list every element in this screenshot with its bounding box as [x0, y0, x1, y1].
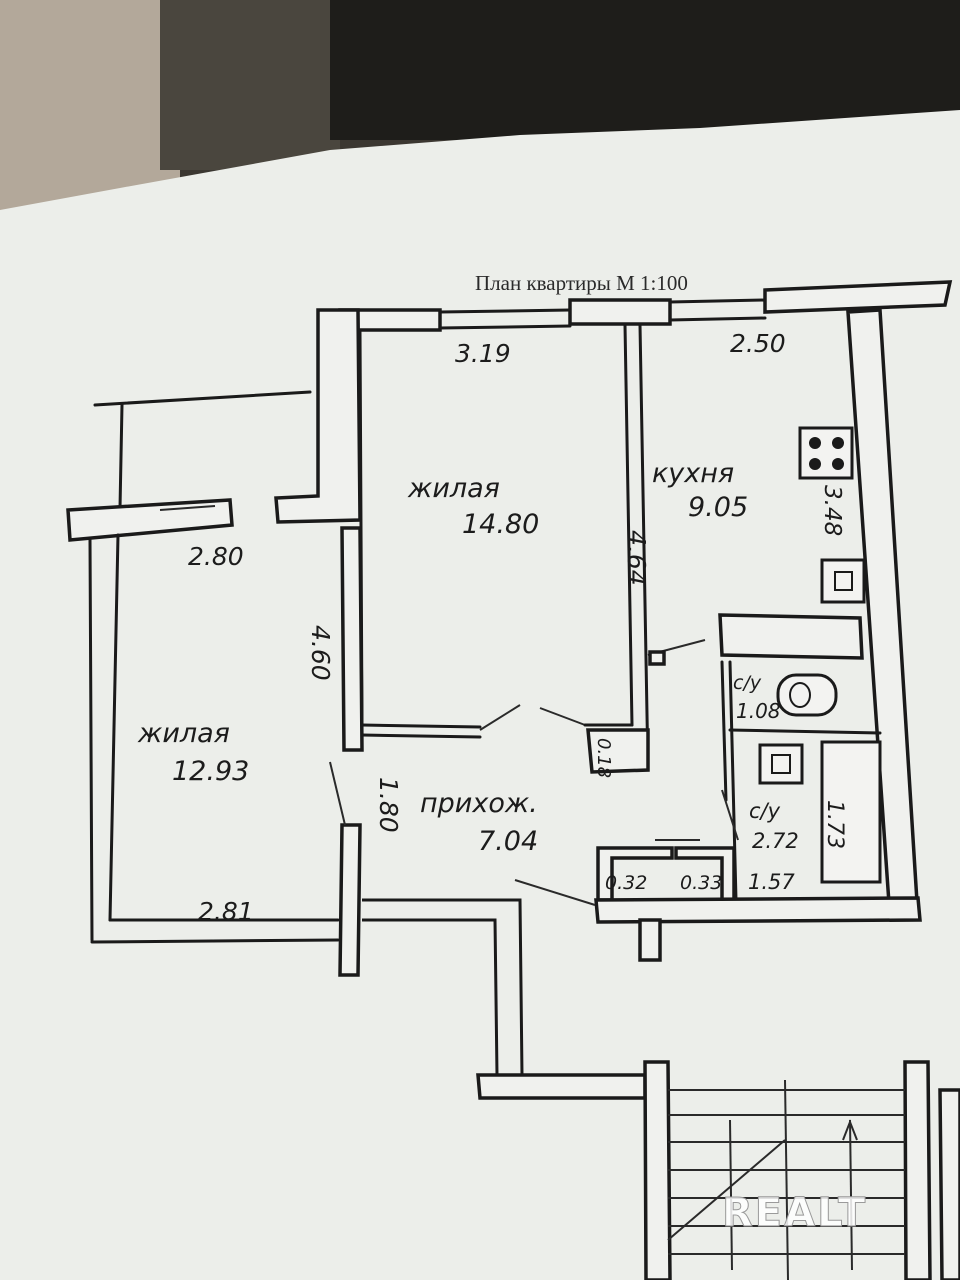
room-name: с/у: [733, 672, 762, 694]
room-area: 12.93: [172, 756, 249, 787]
room-area: 9.05: [688, 492, 748, 523]
window-top-1b: [438, 324, 572, 330]
dimension-label: 2.80: [188, 542, 244, 571]
dimension-label: 4.60: [306, 625, 335, 681]
room-name: кухня: [652, 458, 734, 489]
wall-balcony-window: [66, 498, 234, 542]
window-top-2b: [668, 316, 767, 322]
stair-steps: [667, 1079, 905, 1280]
watermark-logo: REALT: [722, 1190, 867, 1236]
dimension-label: 3.48: [819, 485, 845, 536]
door-middle-b: [539, 707, 586, 726]
room-kitchen: кухня 9.05: [652, 458, 748, 523]
wall-middle-left: [358, 330, 364, 727]
stove-burner-icon: [809, 437, 821, 449]
balcony-line: [93, 390, 312, 407]
door-swing-left: [329, 761, 346, 826]
dimension-label: 0.18: [593, 738, 614, 778]
stove-icon: [798, 426, 854, 480]
door-jamb-kitchen: [648, 650, 666, 666]
window-top-1: [438, 308, 572, 314]
stair-wall-left: [643, 1060, 672, 1280]
wall-top-right: [763, 280, 953, 314]
washbasin-icon: [758, 743, 804, 785]
bathtub-icon: [820, 740, 882, 884]
toilet-bowl-icon: [789, 682, 811, 708]
room-name: с/у: [749, 799, 781, 823]
wall-bathroom-left-outer: [720, 660, 728, 802]
dimension-label: 0.32: [605, 872, 647, 894]
room-area: 7.04: [478, 826, 538, 857]
stair-far-wall: [938, 1088, 960, 1280]
door-middle-a: [479, 704, 521, 731]
kitchen-sink-basin-icon: [834, 571, 853, 591]
wall-middle-right-outer: [638, 323, 650, 772]
dimension-label: 1.80: [374, 777, 403, 833]
wall-bottom-left-outer: [90, 938, 340, 944]
room-name: жилая: [137, 718, 230, 749]
room-hallway: прихож. 7.04: [420, 788, 538, 857]
stove-burner-icon: [832, 437, 844, 449]
wall-left-outer: [88, 538, 94, 942]
dimension-label: 2.81: [198, 897, 254, 926]
wall-bottom-right: [594, 896, 922, 924]
room-name: жилая: [407, 473, 500, 504]
washbasin-bowl-icon: [771, 754, 791, 774]
wall-middle-bottom-a: [360, 723, 482, 729]
window-left: [159, 505, 216, 511]
closet-0-18: [586, 728, 650, 774]
stair-hall-wall-inner: [362, 918, 499, 1076]
dark-area: [330, 0, 960, 140]
wall-left-inner: [108, 533, 120, 922]
entry-door: [514, 879, 596, 906]
frame-bar: [160, 0, 340, 170]
stove-burner-icon: [809, 458, 821, 470]
room-bedroom-large: жилая 14.80: [407, 473, 539, 540]
dimension-label: 3.19: [455, 339, 511, 368]
kitchen-bottom-wall: [718, 613, 864, 660]
partition-left-lower: [338, 823, 362, 977]
dimension-label: 1.57: [748, 870, 795, 894]
door-bathroom: [721, 789, 739, 841]
room-area: 2.72: [752, 829, 799, 853]
wall-wc-bottom: [728, 728, 882, 735]
wall-middle-bottom-b: [360, 733, 482, 739]
dimension-label: 0.33: [680, 872, 722, 894]
wall-column: [274, 308, 362, 524]
dimension-label: 1.73: [822, 800, 847, 849]
dimension-label: 4.64: [622, 530, 651, 586]
paper-sheet: [0, 110, 960, 1280]
stove-burner-icon: [832, 458, 844, 470]
room-bathroom: с/у 2.72: [749, 799, 799, 853]
wall-top-middle: [568, 298, 672, 326]
partition-left: [340, 526, 364, 752]
landing-wall: [476, 1073, 647, 1100]
room-area: 14.80: [462, 509, 539, 540]
wall-middle-right-inner: [623, 323, 634, 727]
stair-wall-right: [903, 1060, 932, 1280]
balcony-side: [118, 403, 124, 510]
room-bedroom-small: жилая 12.93: [137, 718, 249, 787]
window-top-2: [668, 298, 767, 304]
wall-stub: [638, 918, 662, 962]
toilet-icon: [776, 673, 838, 717]
kitchen-sink-icon: [820, 558, 866, 604]
room-area: 1.08: [736, 699, 781, 723]
plan-title: План квартиры М 1:100: [475, 271, 688, 295]
room-name: прихож.: [420, 788, 538, 819]
room-wc: с/у 1.08: [733, 672, 781, 723]
dimension-label: 2.50: [730, 329, 786, 358]
